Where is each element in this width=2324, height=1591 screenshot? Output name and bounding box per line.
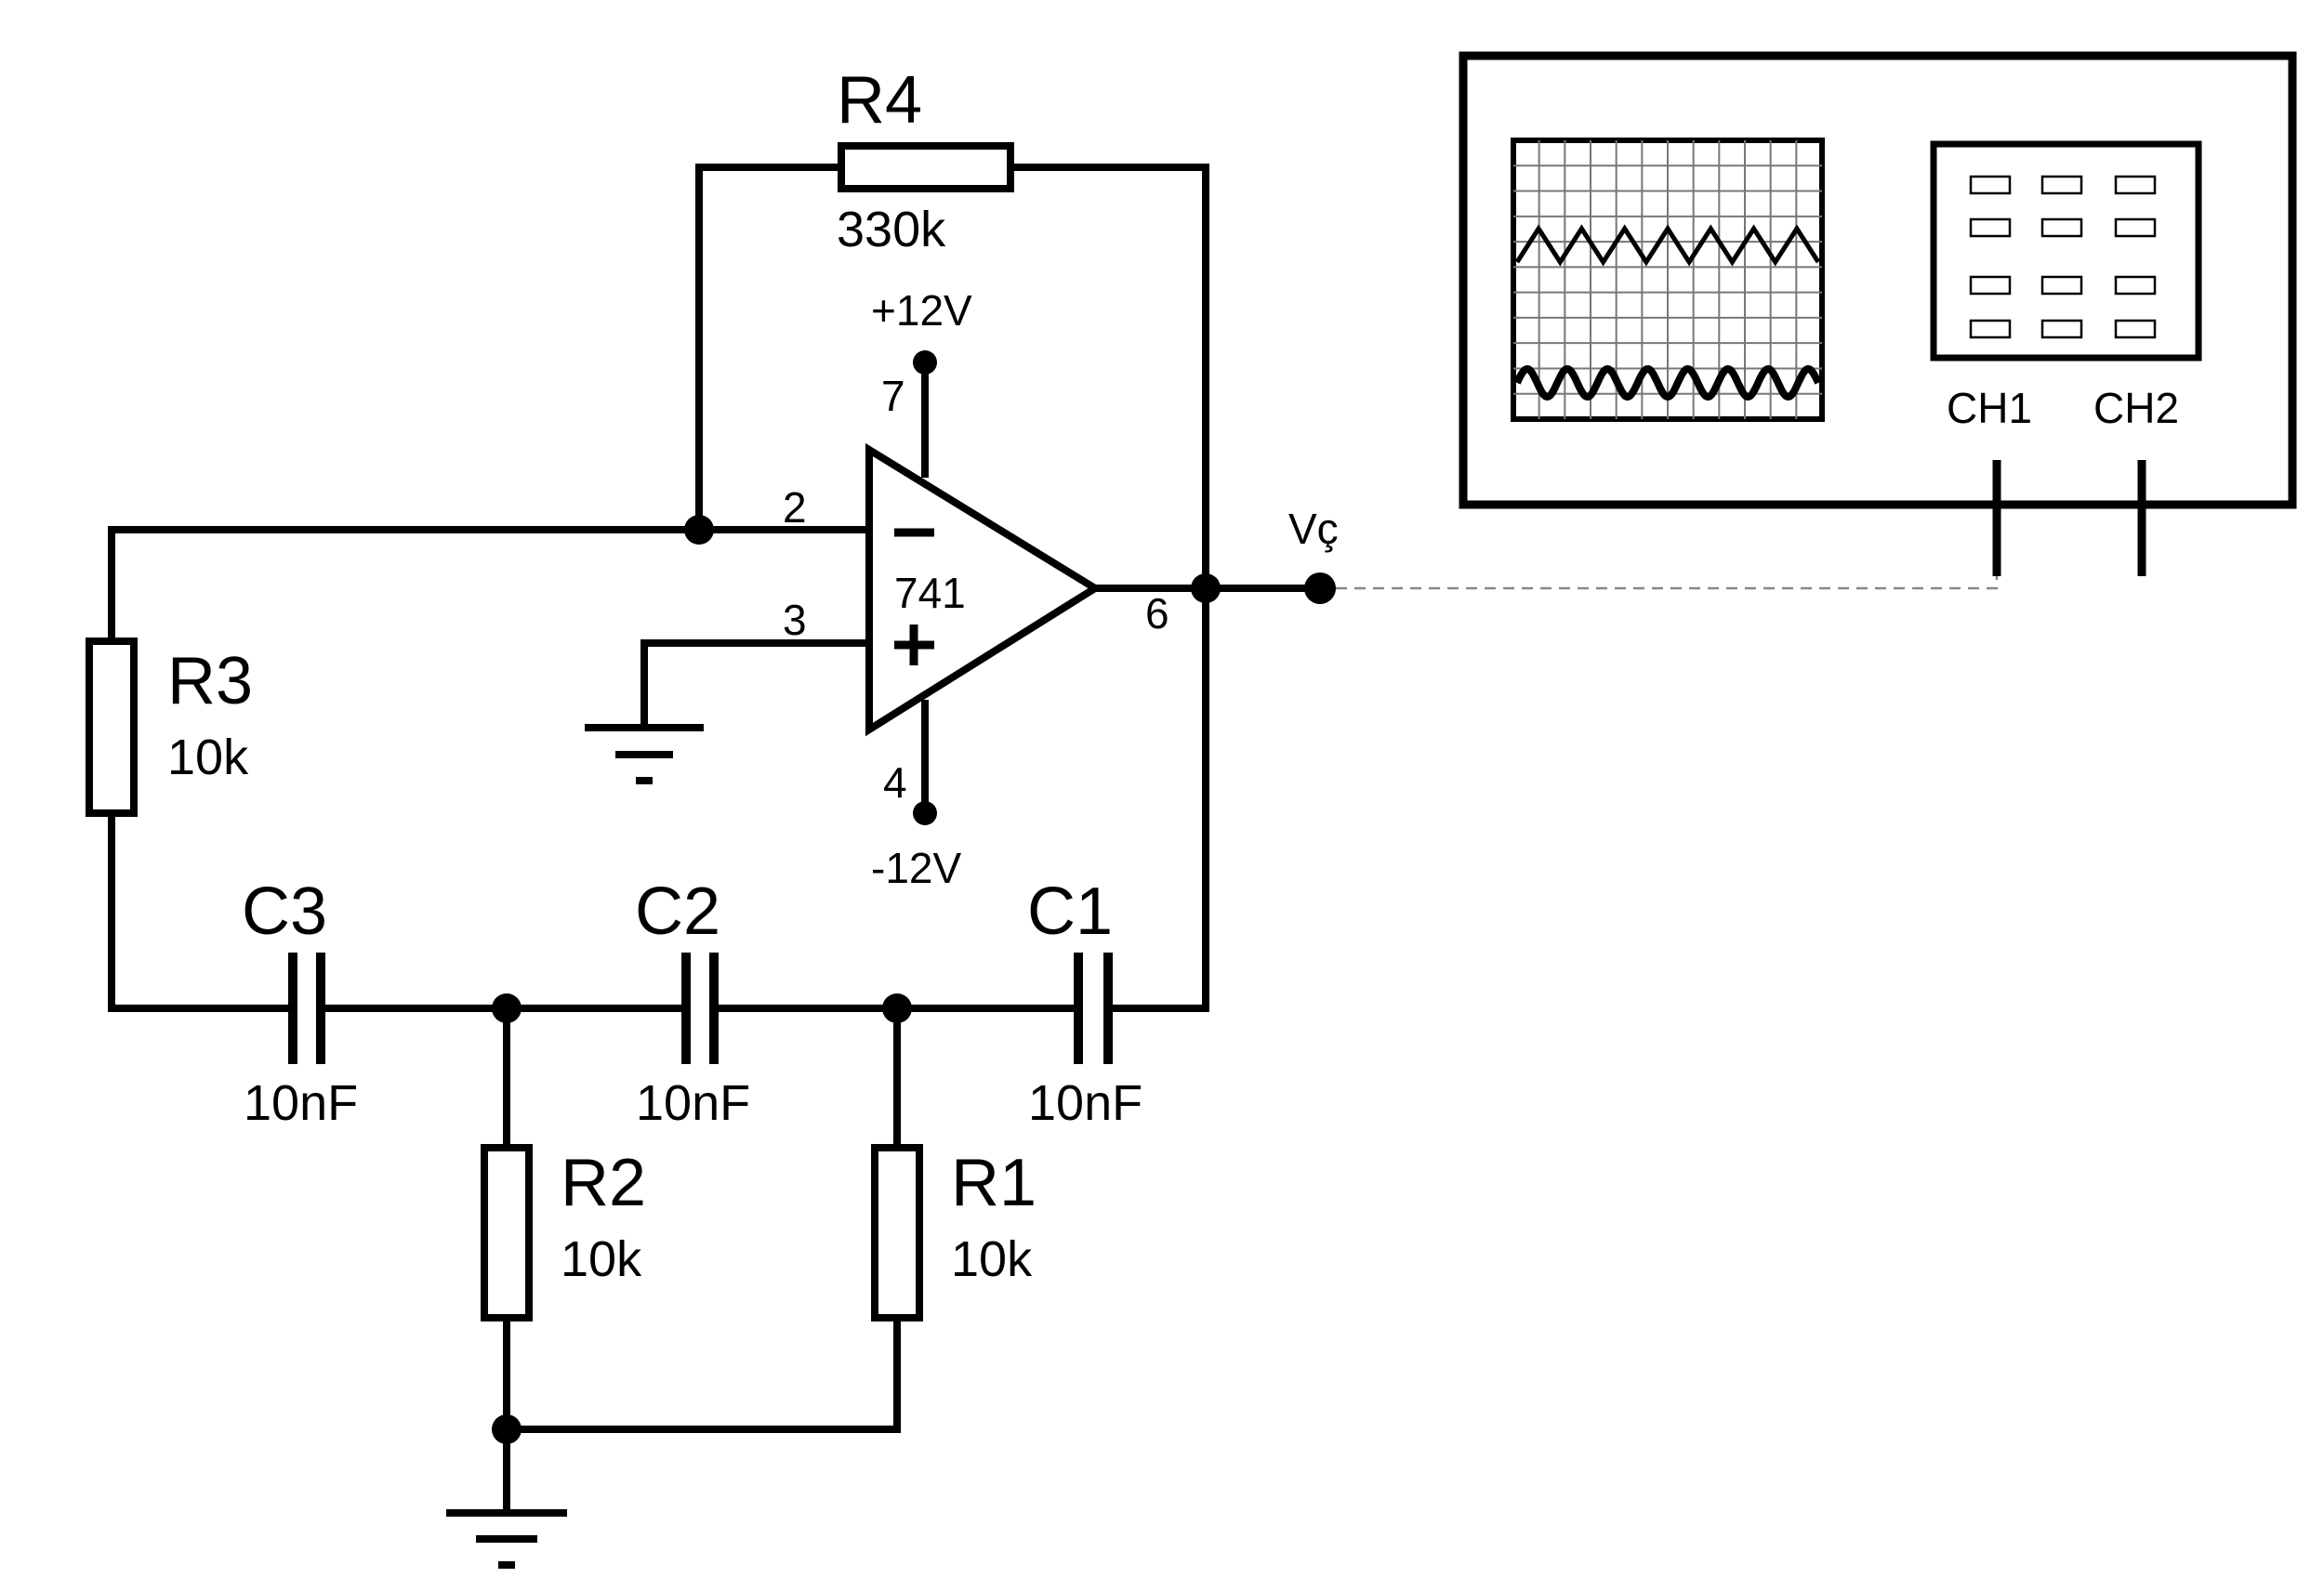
capacitor-c3: [288, 953, 325, 1064]
resistor-r1: [871, 1144, 923, 1321]
triangle-wave-trace: [1514, 224, 1821, 267]
oscilloscope: [1459, 51, 2297, 576]
panel-buttons: [1969, 175, 2157, 339]
label-c3-name: C3: [242, 874, 327, 949]
label-output: Vç: [1288, 505, 1339, 553]
junction-dot: [492, 993, 522, 1023]
label-pin3: 3: [783, 596, 807, 644]
panel-button: [1969, 217, 2012, 238]
panel-button: [1969, 275, 2012, 296]
label-r3-name: R3: [167, 644, 253, 718]
label-r4-name: R4: [837, 63, 922, 138]
capacitor-c2: [681, 953, 719, 1064]
supply-terminal-minus: [913, 801, 937, 825]
label-ch2: CH2: [2093, 384, 2179, 432]
panel-button: [2040, 175, 2083, 195]
label-c2-name: C2: [635, 874, 720, 949]
panel-button: [2114, 319, 2157, 339]
label-c1-name: C1: [1027, 874, 1113, 949]
panel-button: [2040, 217, 2083, 238]
label-c3-value: 10nF: [244, 1075, 358, 1131]
output-terminal: [1304, 572, 1336, 604]
ground-symbol-bottom: [446, 1509, 567, 1569]
sine-wave-trace: [1513, 364, 1822, 401]
panel-button: [2040, 275, 2083, 296]
label-vminus: -12V: [871, 844, 961, 892]
capacitor-c1: [1074, 953, 1113, 1064]
label-r3-value: 10k: [167, 730, 249, 785]
opamp-741: [865, 442, 1103, 737]
label-ch1: CH1: [1947, 384, 2032, 432]
resistor-r2: [481, 1144, 533, 1321]
labels: R4 330k +12V 7 2 3 741 6 4 -12V Vç R3 10…: [167, 63, 2179, 1287]
wires: [108, 164, 1324, 1517]
panel-button: [1969, 319, 2012, 339]
plus-sign: [894, 625, 934, 665]
ground-symbol-opamp: [585, 724, 704, 784]
label-r1-name: R1: [951, 1146, 1037, 1220]
label-pin2: 2: [783, 483, 807, 532]
junction-dot: [882, 993, 912, 1023]
probe-wire: [1336, 567, 1999, 590]
panel-button: [1969, 175, 2012, 195]
label-pin4: 4: [883, 758, 907, 807]
resistor-r3: [86, 638, 138, 817]
label-opamp-name: 741: [894, 569, 966, 617]
junction-dot: [1191, 573, 1221, 603]
supply-terminal-plus: [913, 350, 937, 375]
label-pin7: 7: [881, 372, 905, 420]
label-r4-value: 330k: [837, 202, 946, 257]
panel-button: [2114, 175, 2157, 195]
resistor-r4: [838, 142, 1014, 192]
label-pin6: 6: [1145, 589, 1169, 638]
junction-dot: [684, 515, 714, 545]
label-c1-value: 10nF: [1028, 1075, 1142, 1131]
junction-dot: [492, 1414, 522, 1444]
label-vplus: +12V: [871, 286, 972, 335]
panel-button: [2114, 275, 2157, 296]
label-r2-value: 10k: [561, 1231, 642, 1287]
panel-button: [2114, 217, 2157, 238]
label-r1-value: 10k: [951, 1231, 1033, 1287]
panel-button: [2040, 319, 2083, 339]
label-c2-value: 10nF: [636, 1075, 750, 1131]
label-r2-name: R2: [561, 1146, 646, 1220]
